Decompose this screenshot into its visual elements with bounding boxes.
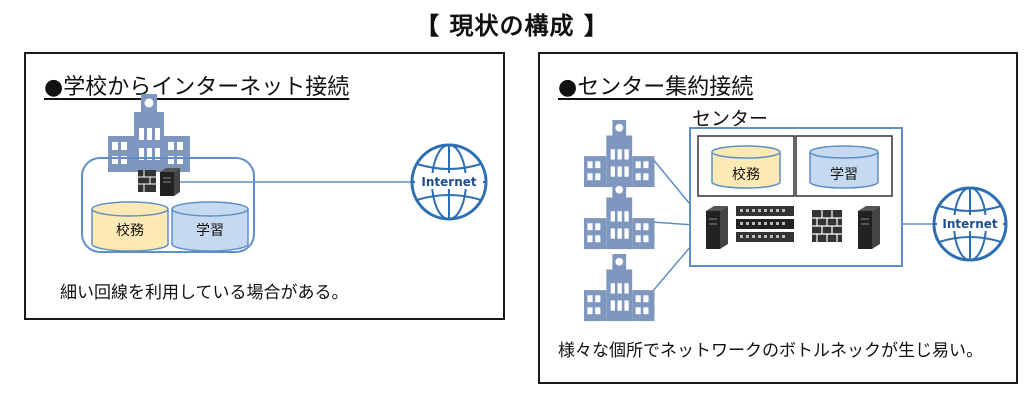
db-admin-label: 校務 bbox=[732, 167, 760, 183]
internet-label: Internet bbox=[942, 217, 997, 231]
school-building-icon bbox=[584, 254, 655, 322]
school-building-icon bbox=[108, 94, 190, 172]
firewall-icon bbox=[812, 210, 842, 242]
db-admin-label: 校務 bbox=[116, 223, 144, 239]
school-building-icon bbox=[584, 182, 655, 250]
page-title: 【 現状の構成 】 bbox=[415, 12, 609, 40]
database-icon bbox=[809, 145, 879, 189]
server-icon bbox=[706, 206, 728, 249]
server-icon bbox=[160, 168, 180, 196]
school-network-boundary bbox=[81, 157, 255, 253]
school-direct-caption: 細い回線を利用している場合がある。 bbox=[60, 283, 349, 303]
internet-label: Internet bbox=[421, 175, 476, 189]
internet-globe-icon: Internet bbox=[932, 186, 1008, 262]
network-switch-icon bbox=[736, 206, 794, 242]
center-aggregation-diagram: Internet bbox=[584, 120, 1008, 322]
school-building-icon bbox=[584, 120, 655, 188]
internet-globe-icon: Internet bbox=[410, 143, 488, 221]
database-icon bbox=[711, 145, 781, 189]
server-icon bbox=[858, 206, 880, 249]
db-learning-label: 学習 bbox=[196, 223, 224, 239]
school-direct-heading: ●学校からインターネット接続 bbox=[44, 75, 350, 100]
db-learning-label: 学習 bbox=[830, 167, 858, 183]
school-direct-diagram: Internet bbox=[81, 94, 488, 253]
database-icon bbox=[91, 201, 169, 252]
database-icon bbox=[171, 201, 249, 252]
school-direct-panel: ●学校からインターネット接続 bbox=[24, 52, 505, 320]
center-aggregation-caption: 様々な個所でネットワークのボトルネックが生じ易い。 bbox=[558, 341, 983, 361]
center-aggregation-heading: ●センター集約接続 bbox=[558, 75, 754, 100]
firewall-icon bbox=[138, 170, 156, 192]
center-label: センター bbox=[692, 108, 769, 130]
center-aggregation-panel: ●センター集約接続 センター bbox=[538, 52, 1018, 384]
